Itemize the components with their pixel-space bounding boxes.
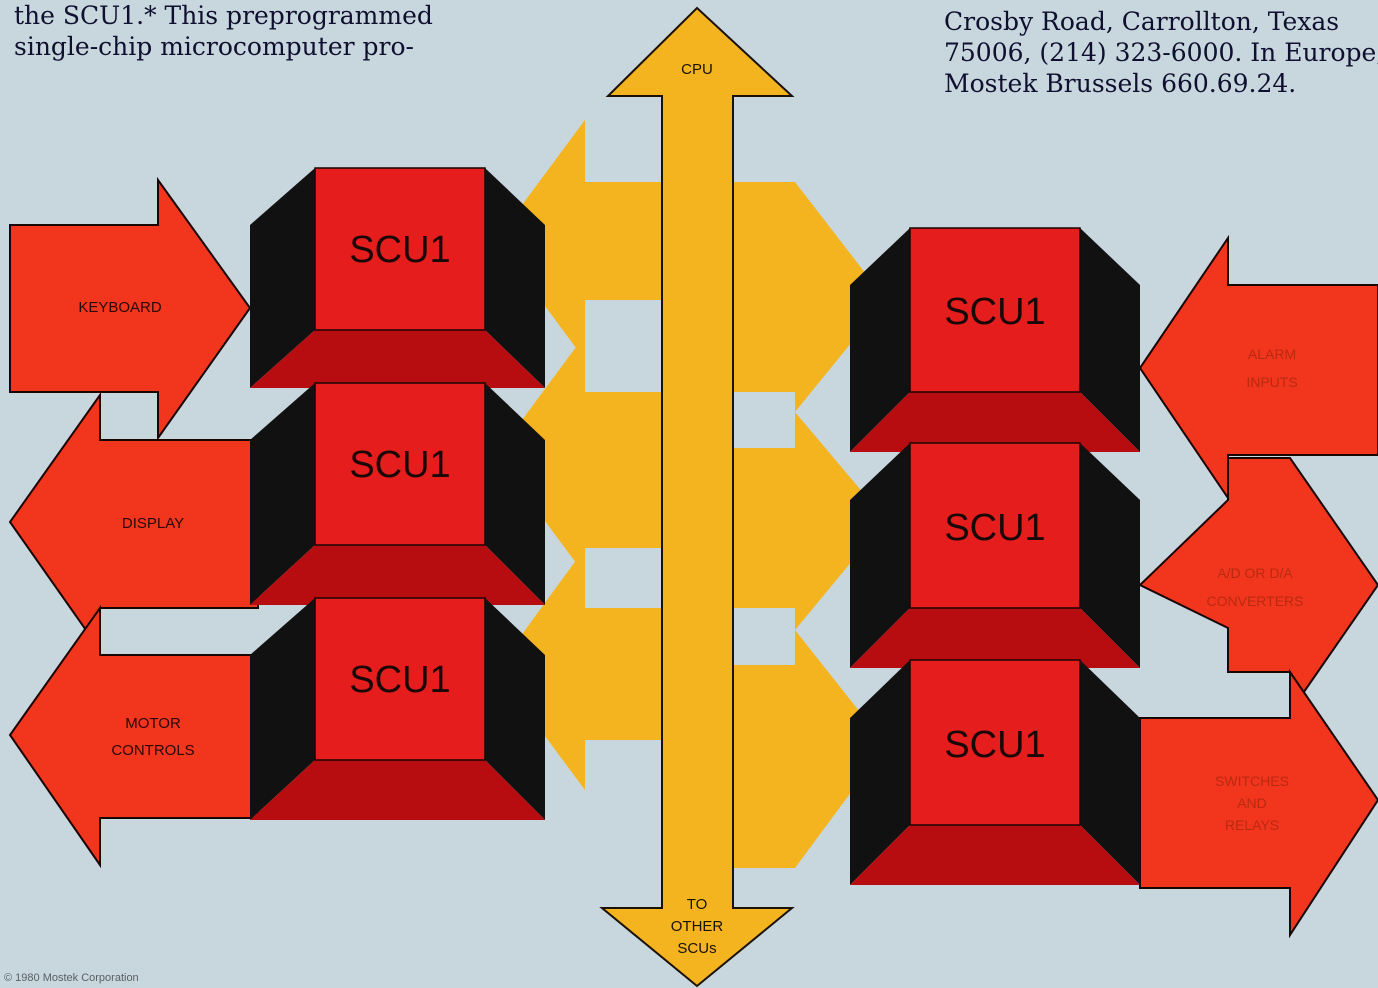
motor-controls-arrow bbox=[10, 608, 258, 865]
converters-label: A/D OR D/A bbox=[1217, 565, 1293, 581]
alarm-inputs-label: ALARM bbox=[1248, 346, 1296, 362]
scu1-chip-left-bottom bbox=[250, 598, 545, 820]
scu1-chip-right-mid bbox=[850, 443, 1140, 668]
switches-relays-label: SWITCHES bbox=[1215, 773, 1289, 789]
chip-label: SCU1 bbox=[944, 507, 1045, 549]
scu1-chip-right-bottom bbox=[850, 660, 1140, 885]
chip-label: SCU1 bbox=[944, 724, 1045, 766]
switches-relays-label: AND bbox=[1237, 795, 1267, 811]
chip-label: SCU1 bbox=[349, 229, 450, 271]
copyright-notice: © 1980 Mostek Corporation bbox=[4, 972, 139, 984]
scu1-chip-left-mid bbox=[250, 383, 545, 605]
converters-arrow bbox=[1140, 458, 1378, 712]
display-label: DISPLAY bbox=[122, 515, 184, 532]
converters-label: CONVERTERS bbox=[1207, 593, 1304, 609]
motor-controls-label: CONTROLS bbox=[111, 742, 194, 759]
alarm-inputs-label: INPUTS bbox=[1246, 374, 1297, 390]
chip-label: SCU1 bbox=[349, 444, 450, 486]
bus-bottom-label-line: TO bbox=[687, 896, 708, 913]
bus-bottom-label-line: SCUs bbox=[677, 940, 716, 957]
motor-controls-label: MOTOR bbox=[125, 715, 181, 732]
bus-bottom-label-line: OTHER bbox=[671, 918, 724, 935]
keyboard-label: KEYBOARD bbox=[78, 299, 162, 316]
bus-top-label: CPU bbox=[681, 61, 713, 78]
scu1-chip-left-top bbox=[250, 168, 545, 388]
scu1-chip-right-top bbox=[850, 228, 1140, 452]
switches-relays-label: RELAYS bbox=[1225, 817, 1279, 833]
chip-label: SCU1 bbox=[944, 291, 1045, 333]
chip-label: SCU1 bbox=[349, 659, 450, 701]
